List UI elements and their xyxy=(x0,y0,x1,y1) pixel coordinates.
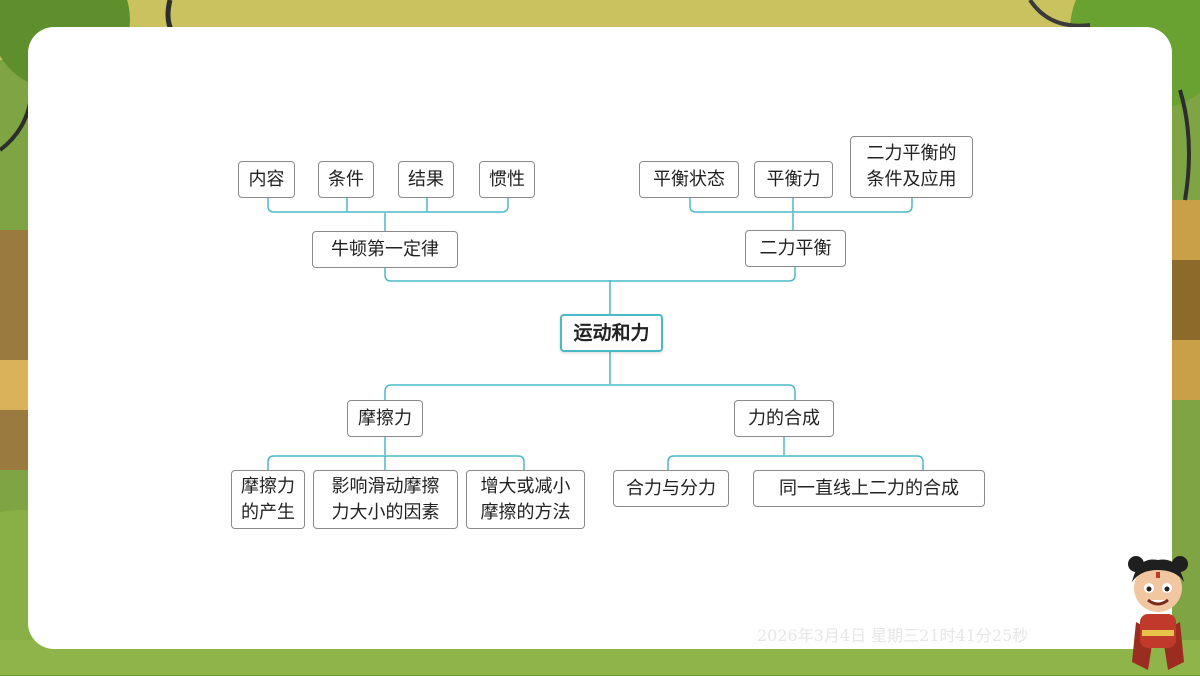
connector-top-bus xyxy=(384,267,796,282)
leaf-inertia: 惯性 xyxy=(479,161,535,198)
leaf-collinear-composition: 同一直线上二力的合成 xyxy=(753,470,985,507)
branch-friction: 摩擦力 xyxy=(347,400,423,437)
mascot-character-icon xyxy=(1118,552,1198,676)
root-node: 运动和力 xyxy=(560,314,663,352)
leaf-balance-state: 平衡状态 xyxy=(639,161,739,198)
leaf-friction-factors: 影响滑动摩擦 力大小的因素 xyxy=(313,470,458,529)
leaf-friction-methods: 增大或减小 摩擦的方法 xyxy=(466,470,585,529)
leaf-balance-conditions: 二力平衡的 条件及应用 xyxy=(850,136,973,198)
timestamp-text: 2026年3月4日 星期三21时41分25秒 xyxy=(757,626,1029,645)
connector-bottom-bus xyxy=(384,384,796,400)
connector-composition-bus xyxy=(667,455,924,470)
connector-balance-bus xyxy=(689,198,913,213)
leaf-content: 内容 xyxy=(238,161,295,198)
leaf-resultant-component: 合力与分力 xyxy=(613,470,729,507)
leaf-condition: 条件 xyxy=(318,161,374,198)
branch-newton-first-law: 牛顿第一定律 xyxy=(312,231,458,268)
connector-friction-bus xyxy=(267,455,525,470)
connector-newton-bus xyxy=(267,198,509,213)
branch-two-force-balance: 二力平衡 xyxy=(745,230,846,267)
leaf-result: 结果 xyxy=(398,161,454,198)
leaf-balanced-force: 平衡力 xyxy=(754,161,833,198)
leaf-friction-origin: 摩擦力 的产生 xyxy=(231,470,305,529)
branch-force-composition: 力的合成 xyxy=(734,400,834,437)
